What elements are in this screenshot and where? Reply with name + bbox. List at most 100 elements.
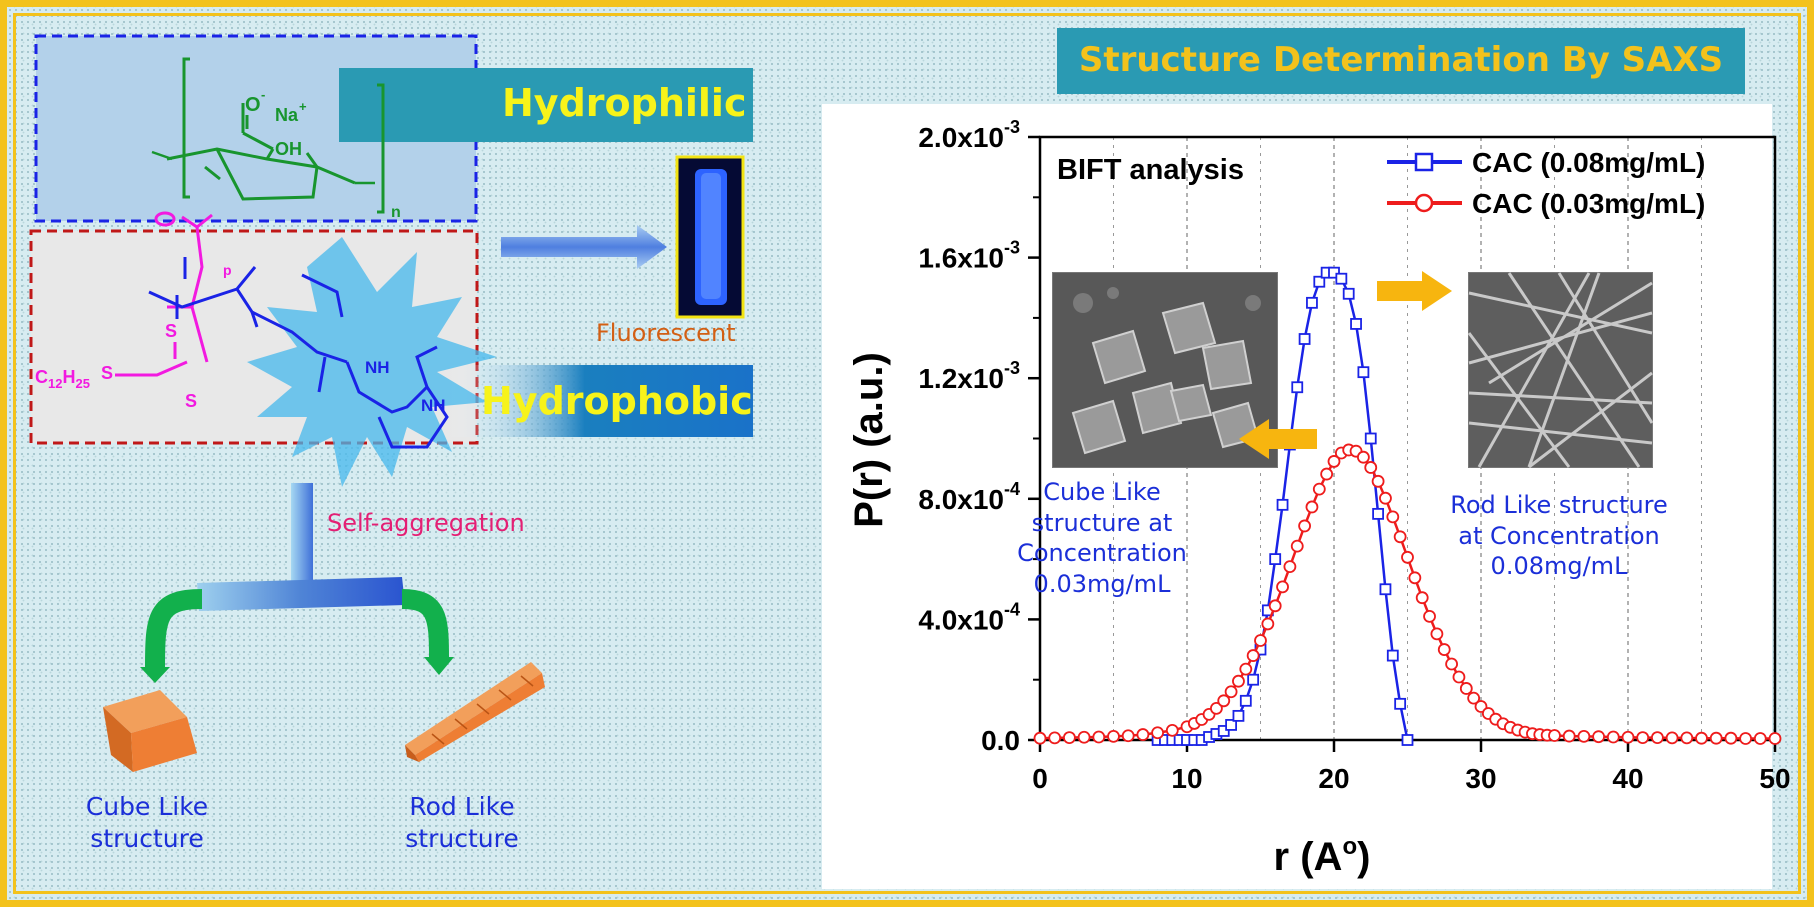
data-point bbox=[1386, 649, 1399, 662]
chem-p: p bbox=[223, 262, 232, 278]
chem-n: n bbox=[391, 204, 401, 221]
legend-label: CAC (0.03mg/mL) bbox=[1472, 188, 1705, 219]
data-point bbox=[1276, 498, 1289, 511]
data-point bbox=[1165, 723, 1179, 737]
data-point bbox=[1239, 694, 1252, 707]
data-point bbox=[1709, 731, 1723, 745]
data-point bbox=[1342, 287, 1355, 300]
data-point bbox=[1298, 519, 1312, 533]
fluorescent-label: Fluorescent bbox=[596, 319, 736, 347]
data-point bbox=[1364, 461, 1378, 474]
data-point bbox=[1739, 732, 1752, 745]
linker bbox=[181, 213, 213, 229]
rod-label: Rod Like structure bbox=[405, 792, 519, 853]
data-point bbox=[1305, 500, 1319, 514]
aggregation-stem bbox=[291, 483, 313, 583]
data-point bbox=[1136, 728, 1150, 741]
cube-shape-side bbox=[131, 717, 197, 772]
hydrophilic-band bbox=[339, 68, 753, 142]
data-point bbox=[1291, 381, 1304, 394]
rod-shape-front bbox=[415, 673, 545, 762]
green-arrow-left bbox=[145, 589, 203, 668]
data-point bbox=[1327, 455, 1341, 468]
data-point bbox=[1394, 697, 1407, 710]
cube-label: Cube Like structure bbox=[85, 792, 209, 853]
data-point bbox=[1246, 649, 1260, 662]
cube-shape-front bbox=[103, 707, 133, 772]
data-point bbox=[1306, 296, 1318, 309]
data-point bbox=[1298, 333, 1311, 345]
self-aggregation-label: Self-aggregation bbox=[327, 509, 525, 537]
data-point bbox=[1467, 691, 1481, 705]
data-point bbox=[1313, 275, 1326, 288]
data-point bbox=[1247, 673, 1260, 686]
data-point bbox=[1107, 729, 1120, 743]
data-point bbox=[1092, 730, 1106, 744]
data-point bbox=[1239, 662, 1253, 676]
data-point bbox=[1283, 560, 1297, 574]
chem-nh-indole: NH bbox=[421, 396, 446, 415]
green-arrow-right bbox=[401, 589, 449, 658]
data-point bbox=[1753, 732, 1767, 745]
data-point bbox=[1379, 491, 1392, 505]
data-point bbox=[1651, 731, 1664, 744]
legend-label: CAC (0.08mg/mL) bbox=[1472, 147, 1705, 178]
y-tick-label: 2.0x10-3 bbox=[918, 117, 1020, 153]
data-point bbox=[1217, 694, 1231, 708]
data-point bbox=[1269, 553, 1282, 566]
data-point bbox=[1328, 266, 1340, 279]
data-point bbox=[1372, 507, 1384, 520]
chem-s1: S bbox=[165, 321, 177, 341]
data-point bbox=[1695, 731, 1708, 745]
data-point bbox=[1357, 366, 1370, 379]
sugar-ring bbox=[166, 147, 356, 185]
arrow-to-vial bbox=[501, 225, 667, 269]
data-point bbox=[1350, 318, 1362, 330]
data-point bbox=[1357, 450, 1370, 464]
data-point bbox=[1562, 729, 1576, 743]
data-point bbox=[1415, 591, 1429, 605]
data-point bbox=[1048, 731, 1062, 745]
rod-micrograph-image bbox=[1467, 272, 1654, 469]
chem-o-minus: O bbox=[245, 94, 261, 116]
y-axis-label: P(r) (a.u.) bbox=[847, 352, 891, 528]
y-tick-label: 4.0x10-4 bbox=[918, 599, 1020, 635]
data-point bbox=[1077, 730, 1091, 744]
data-point bbox=[1335, 272, 1348, 285]
data-point bbox=[1224, 685, 1238, 699]
x-tick-label: 30 bbox=[1465, 763, 1496, 794]
hydrophilic-label: Hydrophilic bbox=[502, 81, 747, 125]
data-point bbox=[1636, 731, 1650, 744]
data-point bbox=[1276, 580, 1289, 594]
data-point bbox=[1232, 709, 1245, 722]
scheme-backgrounds bbox=[29, 34, 753, 772]
legend: CAC (0.08mg/mL) CAC (0.03mg/mL) bbox=[1387, 147, 1705, 219]
data-point bbox=[1606, 730, 1620, 744]
methacrylate-backbone bbox=[148, 266, 257, 309]
data-point bbox=[1364, 432, 1377, 445]
rod-shape-top bbox=[405, 662, 542, 755]
data-point bbox=[1452, 670, 1466, 684]
data-point bbox=[1437, 643, 1451, 656]
data-point bbox=[1768, 732, 1782, 745]
data-point bbox=[1592, 730, 1605, 744]
x-tick-label: 0 bbox=[1032, 763, 1048, 794]
x-axis-label: r (Ao) bbox=[1274, 833, 1371, 879]
data-point bbox=[1577, 729, 1591, 743]
x-tick-label: 40 bbox=[1612, 763, 1643, 794]
chem-na: Na bbox=[275, 105, 299, 125]
rod-micrograph bbox=[1467, 272, 1654, 469]
data-point bbox=[1232, 674, 1245, 688]
y-tick-label: 0.0 bbox=[981, 725, 1020, 756]
chem-c12h25: C12H25 bbox=[35, 367, 90, 391]
data-point bbox=[1225, 719, 1238, 731]
data-point bbox=[1261, 617, 1275, 631]
data-point bbox=[1393, 530, 1407, 544]
data-point bbox=[1548, 729, 1561, 742]
data-point bbox=[1680, 731, 1694, 745]
data-point bbox=[1033, 731, 1047, 745]
y-tick-label: 1.2x10-3 bbox=[918, 358, 1020, 394]
data-point bbox=[1217, 725, 1230, 737]
data-point bbox=[1121, 729, 1135, 743]
chem-oh: OH bbox=[275, 139, 302, 159]
